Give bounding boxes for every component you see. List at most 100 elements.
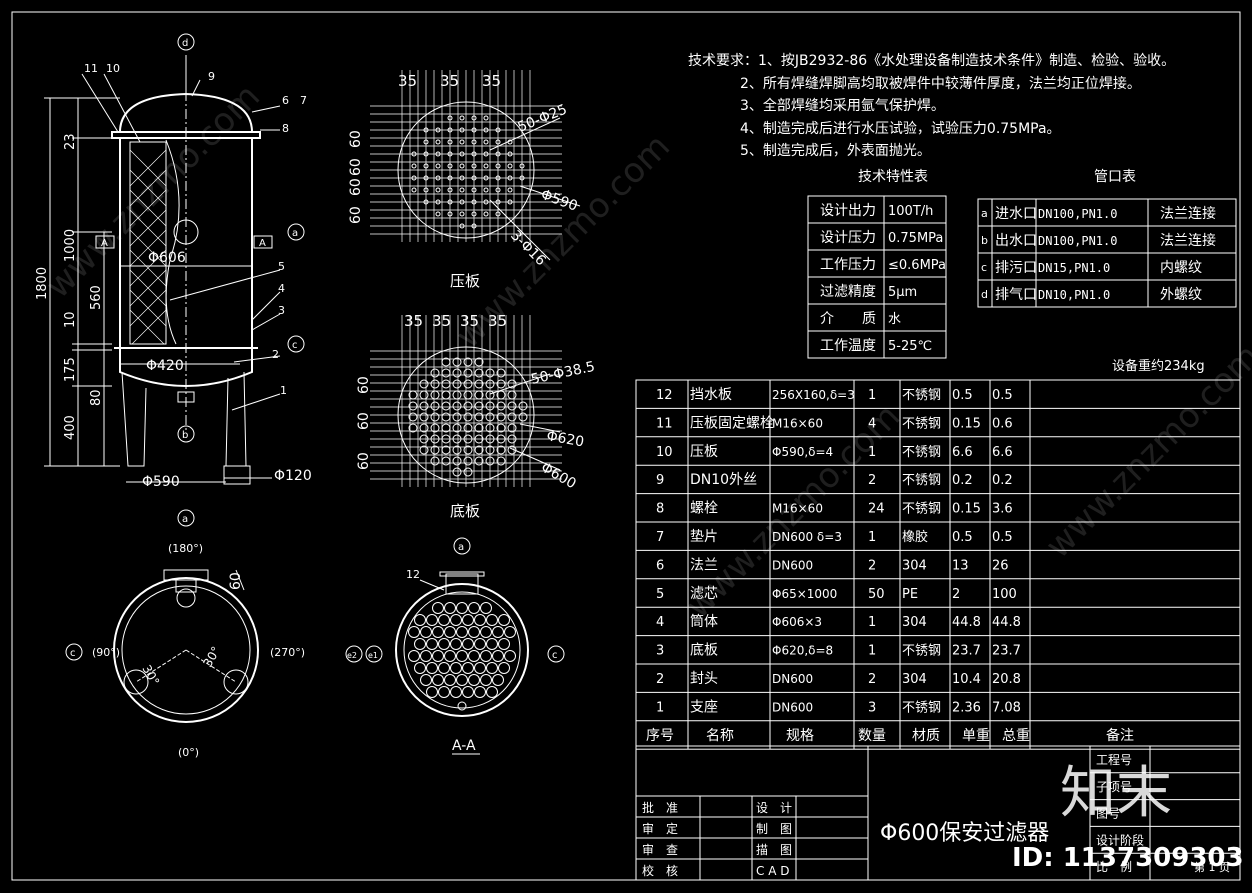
dim-35-d: 35 bbox=[404, 312, 423, 330]
bom-material: 不锈钢 bbox=[902, 700, 941, 715]
plate-hole bbox=[496, 456, 506, 466]
plate-hole bbox=[430, 368, 440, 378]
plate-hole bbox=[495, 175, 501, 181]
tb-right-label: 图号 bbox=[1096, 807, 1120, 821]
filter-cartridge-section bbox=[468, 650, 480, 662]
plate-hole bbox=[430, 423, 440, 433]
nozzle-spec: DN100,PN1.0 bbox=[1038, 234, 1117, 248]
plate-hole bbox=[495, 151, 501, 157]
bom-name: 压板 bbox=[690, 444, 718, 460]
plan-shell-outer bbox=[113, 577, 259, 723]
plate-hole bbox=[471, 211, 477, 217]
plate-hole bbox=[447, 115, 453, 121]
spec-value: 水 bbox=[888, 312, 901, 327]
part-6-label: 6 bbox=[282, 94, 289, 107]
nozzle-name: 排污口 bbox=[995, 260, 1037, 276]
bom-no: 8 bbox=[656, 502, 664, 517]
plate-hole bbox=[441, 390, 451, 400]
plate-hole bbox=[463, 379, 473, 389]
bom-total-weight: 0.5 bbox=[992, 530, 1013, 545]
bom-qty: 1 bbox=[868, 388, 876, 403]
filter-cartridge-section bbox=[480, 626, 492, 638]
plate-hole bbox=[411, 163, 417, 169]
nozzle-label-c: c bbox=[292, 340, 298, 351]
bom-material: 304 bbox=[902, 672, 927, 687]
bom-no: 9 bbox=[656, 473, 664, 488]
filter-cartridge-section bbox=[426, 638, 438, 650]
tb-mid-label: C A D bbox=[756, 864, 789, 878]
plate-hole bbox=[459, 223, 465, 229]
filter-cartridge-section bbox=[438, 662, 450, 674]
bom-qty: 1 bbox=[868, 644, 876, 659]
bottom-plate-600: Φ600 bbox=[538, 460, 579, 493]
dim-60-4: 60 bbox=[348, 206, 364, 224]
bom-header: 材质 bbox=[912, 728, 940, 744]
plate-hole bbox=[459, 139, 465, 145]
bom-no: 7 bbox=[656, 530, 664, 545]
bom-unit-weight: 13 bbox=[952, 558, 969, 573]
plate-hole bbox=[474, 412, 484, 422]
plate-hole bbox=[408, 423, 418, 433]
plate-hole bbox=[483, 199, 489, 205]
plate-hole bbox=[423, 187, 429, 193]
plate-hole bbox=[452, 434, 462, 444]
plate-hole bbox=[496, 423, 506, 433]
filter-cartridge-section bbox=[498, 614, 510, 626]
holes-385-label: 50-Φ38.5 bbox=[530, 359, 597, 388]
plate-hole bbox=[496, 412, 506, 422]
plate-hole bbox=[441, 357, 451, 367]
bom-material: 橡胶 bbox=[902, 529, 928, 545]
filter-cartridge-section bbox=[486, 614, 498, 626]
plate-hole bbox=[452, 423, 462, 433]
dim-23: 23 bbox=[63, 133, 78, 150]
bom-spec: M16×60 bbox=[772, 416, 823, 430]
plate-hole bbox=[474, 390, 484, 400]
bottom-plate-caption: 底板 bbox=[450, 502, 480, 520]
plate-hole bbox=[471, 163, 477, 169]
plate-hole bbox=[485, 368, 495, 378]
bom-qty: 1 bbox=[868, 530, 876, 545]
tb-left-label: 批 准 bbox=[642, 800, 678, 815]
bom-name: 压板固定螺栓 bbox=[690, 415, 774, 431]
spec-label: 介 质 bbox=[820, 311, 876, 327]
plate-hole bbox=[496, 379, 506, 389]
plate-hole bbox=[459, 163, 465, 169]
plate-hole bbox=[423, 139, 429, 145]
nozzle-connection: 内螺纹 bbox=[1160, 260, 1202, 276]
spec-label: 工作压力 bbox=[820, 257, 876, 273]
plate-hole bbox=[507, 434, 517, 444]
req-5: 5、制造完成后，外表面抛光。 bbox=[740, 143, 931, 159]
tb-right-label: 设计阶段 bbox=[1096, 832, 1144, 847]
plate-hole bbox=[474, 379, 484, 389]
part-5-label: 5 bbox=[278, 260, 285, 273]
plate-hole bbox=[419, 412, 429, 422]
plate-hole bbox=[485, 423, 495, 433]
plate-hole bbox=[459, 199, 465, 205]
dim-120: Φ120 bbox=[274, 468, 312, 484]
dim-35-e: 35 bbox=[432, 312, 451, 330]
plate-hole bbox=[447, 175, 453, 181]
watermark-id: ID: 1137309303 bbox=[1012, 843, 1244, 873]
plate-hole bbox=[459, 187, 465, 193]
plate-hole bbox=[483, 187, 489, 193]
bom-name: 滤芯 bbox=[690, 586, 718, 602]
svg-text:a: a bbox=[182, 514, 188, 525]
spec-value: ≤0.6MPa bbox=[888, 258, 946, 273]
plate-hole bbox=[435, 163, 441, 169]
bom-unit-weight: 0.5 bbox=[952, 388, 973, 403]
filter-cartridge-section bbox=[486, 638, 498, 650]
filter-cartridge-section bbox=[426, 662, 438, 674]
bom-unit-weight: 2.36 bbox=[952, 700, 981, 715]
plate-hole bbox=[474, 445, 484, 455]
plate-hole bbox=[463, 467, 473, 477]
spec-label: 设计压力 bbox=[820, 230, 876, 246]
bom-material: 不锈钢 bbox=[902, 416, 941, 431]
plate-hole bbox=[518, 401, 528, 411]
filter-cartridge-section bbox=[420, 650, 432, 662]
angle-0: (0°) bbox=[178, 746, 199, 759]
filter-cartridge-section bbox=[462, 614, 474, 626]
part-12-label: 12 bbox=[406, 568, 420, 581]
bom-total-weight: 0.2 bbox=[992, 473, 1013, 488]
